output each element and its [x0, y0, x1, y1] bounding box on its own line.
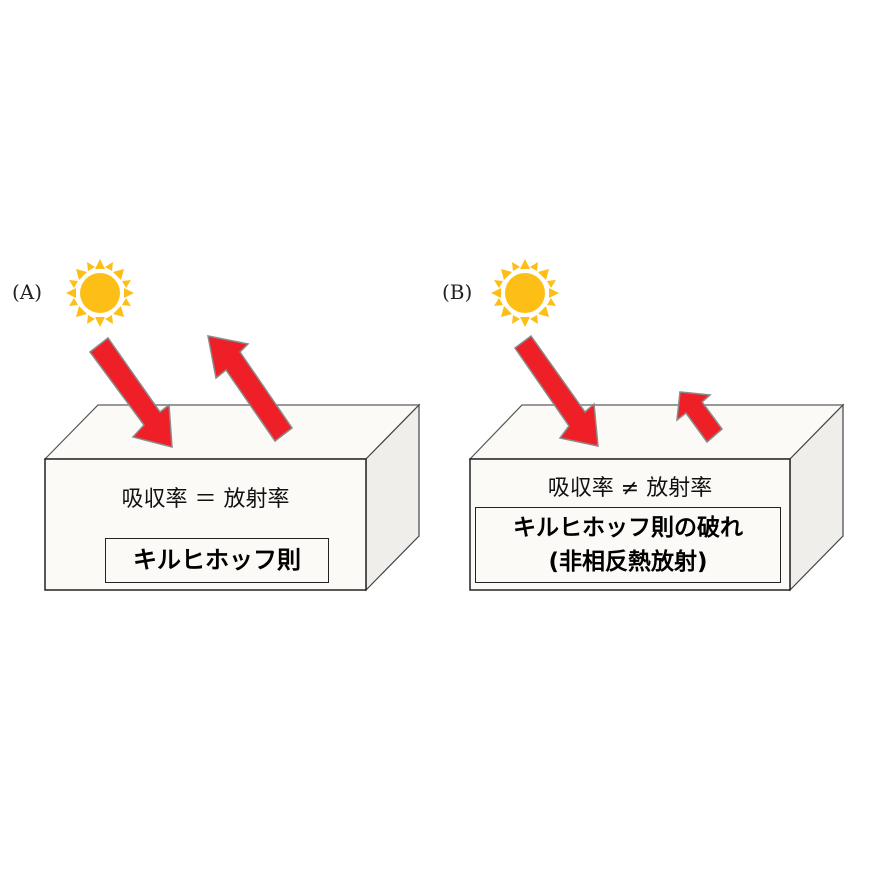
outgoing-arrow-icon-b: [676, 391, 724, 444]
panel-a-law-line: キルヒホッフ則: [133, 546, 301, 574]
panel-b-law-box: キルヒホッフ則の破れ (非相反熱放射): [475, 507, 781, 583]
panel-a-law-box: キルヒホッフ則: [105, 538, 329, 583]
sun-icon-b: [491, 259, 559, 327]
panel-b-law-line-1: キルヒホッフ則の破れ: [513, 515, 743, 541]
panel-a-label: (A): [12, 280, 43, 304]
panel-b-law-line-2: (非相反熱放射): [548, 549, 708, 575]
incoming-arrow-icon-a: [88, 336, 173, 448]
incoming-arrow-icon-b: [513, 334, 599, 447]
panel-b-label: (B): [442, 280, 473, 304]
panel-b-equation: 吸収率 ≠ 放射率: [547, 476, 713, 501]
sun-icon-a: [66, 259, 134, 327]
box-b-top: [468, 404, 845, 460]
panel-a-equation: 吸収率 ＝ 放射率: [121, 487, 290, 512]
box-a-top: [43, 404, 421, 460]
outgoing-arrow-icon-a: [207, 335, 294, 443]
